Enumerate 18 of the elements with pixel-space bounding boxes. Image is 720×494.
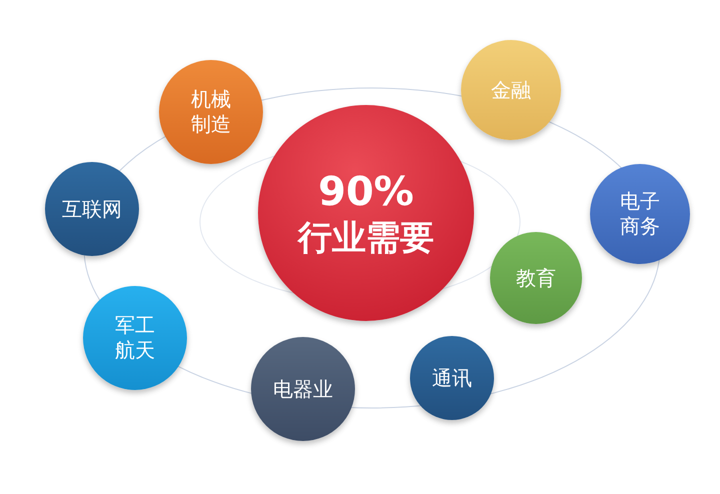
- circle-node: [461, 40, 561, 140]
- node-label: 电子商务: [619, 189, 661, 239]
- node-label: 互联网: [61, 196, 123, 222]
- node-label: 教育: [515, 266, 557, 290]
- node-label: 通讯: [431, 366, 473, 390]
- node-label: 金融: [490, 78, 532, 102]
- circle-node: [490, 232, 582, 324]
- circle-node: [45, 162, 139, 256]
- node-label: 电器业: [272, 376, 334, 402]
- circle-node: [410, 336, 494, 420]
- node-label: 机械制造: [190, 87, 232, 137]
- circle-node: [159, 60, 263, 164]
- node-label: 90%: [317, 168, 415, 217]
- circle-node: [251, 337, 355, 441]
- circle-node: [83, 286, 187, 390]
- circle-node: [590, 164, 690, 264]
- node-label: 军工航天: [114, 313, 156, 363]
- node-label: 行业需要: [296, 216, 435, 260]
